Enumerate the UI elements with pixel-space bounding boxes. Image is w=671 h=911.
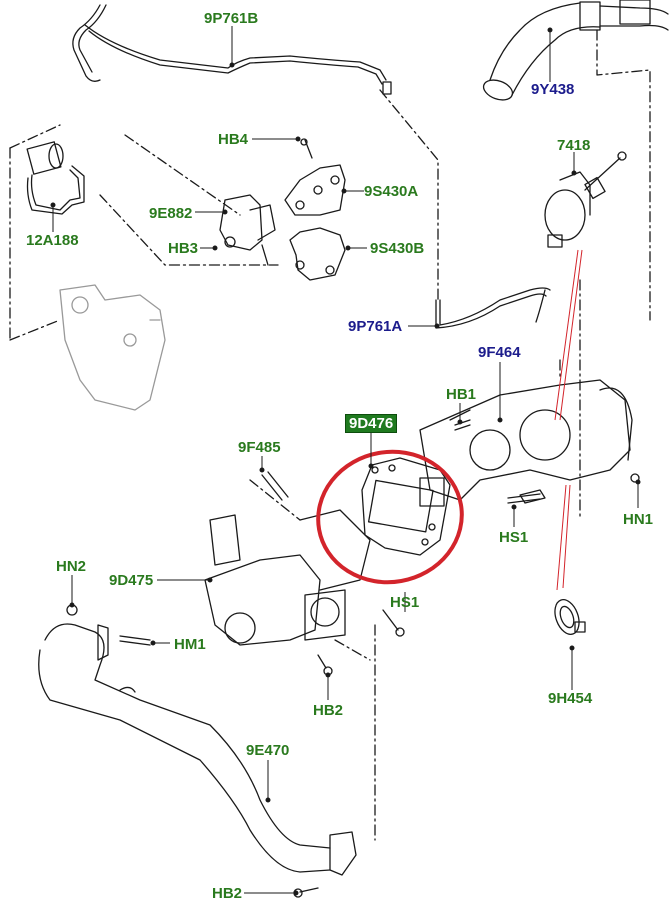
bracket-9s430a-drawing [284,138,346,216]
callout-9f464[interactable]: 9F464 [478,344,521,361]
actuator-7418-drawing [544,151,627,248]
callout-hs1-left[interactable]: HS1 [390,594,420,611]
callout-9s430b[interactable]: 9S430B [370,240,425,257]
callout-12a188[interactable]: 12A188 [26,232,79,249]
pipe-9p761a-drawing [435,287,551,329]
sensor-12a188-drawing [26,141,85,215]
callout-9d476-highlighted[interactable]: 9D476 [345,414,398,433]
bracket-9s430b-drawing [289,227,346,281]
callout-hb4[interactable]: HB4 [218,131,249,148]
callout-9d475[interactable]: 9D475 [109,572,154,589]
pump-drawing [59,284,166,411]
pipe-9p761b-drawing [72,4,392,95]
callout-hn2[interactable]: HN2 [56,558,87,575]
callout-9f485[interactable]: 9F485 [238,439,281,456]
bolts-drawing [66,419,640,898]
egr-valve-9d475-drawing [204,509,371,646]
callout-hb1[interactable]: HB1 [446,386,477,403]
callout-hb2-middle[interactable]: HB2 [313,702,344,719]
callout-hm1[interactable]: HM1 [174,636,206,653]
hose-9y438-drawing [482,0,669,101]
callout-hn1[interactable]: HN1 [623,511,654,528]
solenoid-9e882-drawing [219,194,276,266]
gasket-9d476-drawing [361,457,451,556]
callout-9y438[interactable]: 9Y438 [531,81,575,98]
callout-hb2-bottom[interactable]: HB2 [212,885,243,902]
callout-9p761a[interactable]: 9P761A [348,318,403,335]
callout-9p761b[interactable]: 9P761B [204,10,259,27]
callout-9e882[interactable]: 9E882 [149,205,193,222]
pipe-9e470-drawing [38,623,357,876]
callout-9e470[interactable]: 9E470 [246,742,290,759]
red-guide-lines [554,249,583,591]
leader-lines [50,26,641,896]
callout-9h454[interactable]: 9H454 [548,690,593,707]
highlight-circle [316,449,464,585]
callout-hb3[interactable]: HB3 [168,240,199,257]
callout-7418[interactable]: 7418 [557,137,591,154]
gasket-9h454-drawing [554,599,586,635]
dashed-guides [9,29,651,841]
callout-9s430a[interactable]: 9S430A [364,183,419,200]
callout-hs1-right[interactable]: HS1 [499,529,529,546]
